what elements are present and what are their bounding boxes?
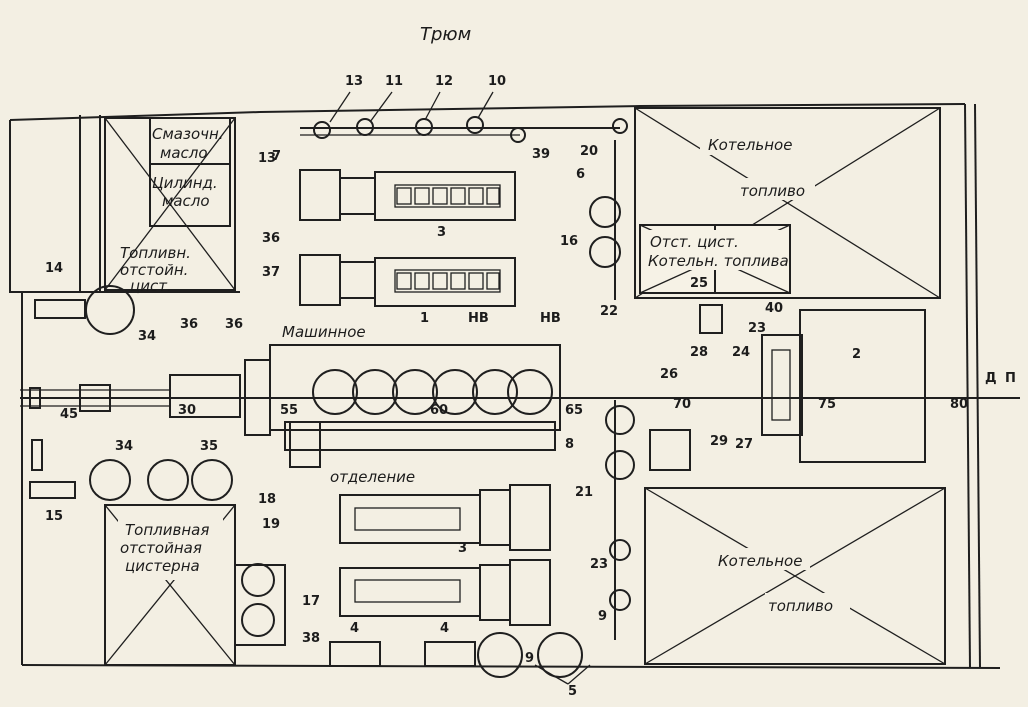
generator-set-bottom-2 [339,559,551,626]
number-markers: 13 11 12 10 7 39 20 6 13 3 16 36 37 14 3… [45,74,1016,699]
pumps-group [29,196,723,678]
label-engine-room-2: отделение [330,468,415,486]
marker: 11 [385,74,403,89]
drawing-title: Трюм [420,24,471,45]
label-cyl-oil-1: Цилинд. [152,174,218,192]
generator-set-top-2 [299,254,516,307]
main-engine-1 [169,344,561,468]
marker: 23 [748,321,766,336]
marker: 3 [458,541,467,556]
marker: 12 [435,74,453,89]
marker: 36 [225,317,243,332]
marker: 28 [690,345,708,360]
marker: 65 [565,403,583,418]
label-engine-room-1: Машинное [282,323,366,341]
marker: 8 [565,437,574,452]
marker: 80 [950,397,968,412]
marker: 1 [420,311,429,326]
marker: 38 [302,631,320,646]
marker: 25 [690,276,708,291]
label-fuel-settling-1: Топливная [125,521,209,539]
generator-set-bottom-1 [339,484,551,551]
boiler-fuel-tank-bottom: Котельное топливо [644,487,946,665]
marker: 5 [568,684,577,699]
marker: 13 [258,151,276,166]
marker: 60 [430,403,448,418]
shaft-line [20,384,1020,412]
label-cyl-oil-2: масло [162,192,210,210]
marker: 36 [262,231,280,246]
label-boiler-fuel-top-2: топливо [740,182,805,200]
marker: 3 [437,225,446,240]
marker: 27 [735,437,753,452]
label-settling-2: отстойн. [120,261,188,279]
marker: 4 [350,621,359,636]
marker: 34 [138,329,156,344]
marker: 39 [532,147,550,162]
marker: 30 [178,403,196,418]
marker: 22 [600,304,618,319]
marker: 20 [580,144,598,159]
top-piping [300,116,628,640]
marker: 9 [525,651,534,666]
marker: 21 [575,485,593,500]
leader-lines [329,91,591,685]
label-settle-boiler-1: Отст. цист. [650,233,739,251]
marker: 24 [732,345,750,360]
marker: 6 [576,167,585,182]
label-settling-1: Топливн. [120,244,191,262]
marker: 45 [60,407,78,422]
marker: 17 [302,594,320,609]
marker: 9 [598,609,607,624]
label-boiler-fuel-bot-2: топливо [768,597,833,615]
marker: 70 [673,397,691,412]
label-settling-3: цист. [130,277,172,295]
label-lub-oil-1: Смазочн. [152,125,224,143]
marker: Д [985,371,997,386]
marker: 15 [45,509,63,524]
oil-tanks-block: Смазочн. масло Цилинд. масло Топливн. от… [104,117,236,295]
marker: 55 [280,403,298,418]
marker: 16 [560,234,578,249]
label-fuel-settling-3: цистерна [125,557,200,575]
marker: 10 [488,74,506,89]
marker: П [1005,371,1016,386]
boiler-2 [761,309,926,463]
label-lub-oil-2: масло [160,144,208,162]
marker: 13 [345,74,363,89]
marker: 35 [200,439,218,454]
marker: 7 [272,149,281,164]
marker: 40 [765,301,783,316]
marker: 29 [710,434,728,449]
marker: НВ [540,311,561,326]
marker: 4 [440,621,449,636]
label-fuel-settling-2: отстойная [120,539,202,557]
label-settle-boiler-2: Котельн. топлива [648,252,789,270]
marker: 37 [262,265,280,280]
generator-set-top-1 [299,169,516,221]
marker: 36 [180,317,198,332]
marker: 23 [590,557,608,572]
label-boiler-fuel-bot-1: Котельное [718,552,802,570]
boiler-fuel-tank-top: Котельное топливо Отст. цист. Котельн. т… [634,107,941,299]
fuel-settling-tank-bottom: Топливная отстойная цистерна [104,504,236,666]
label-boiler-fuel-top-1: Котельное [708,136,792,154]
marker: 18 [258,492,276,507]
marker: 19 [262,517,280,532]
marker: 26 [660,367,678,382]
marker: НВ [468,311,489,326]
marker: 2 [852,347,861,362]
marker: 34 [115,439,133,454]
marker: 75 [818,397,836,412]
marker: 14 [45,261,63,276]
